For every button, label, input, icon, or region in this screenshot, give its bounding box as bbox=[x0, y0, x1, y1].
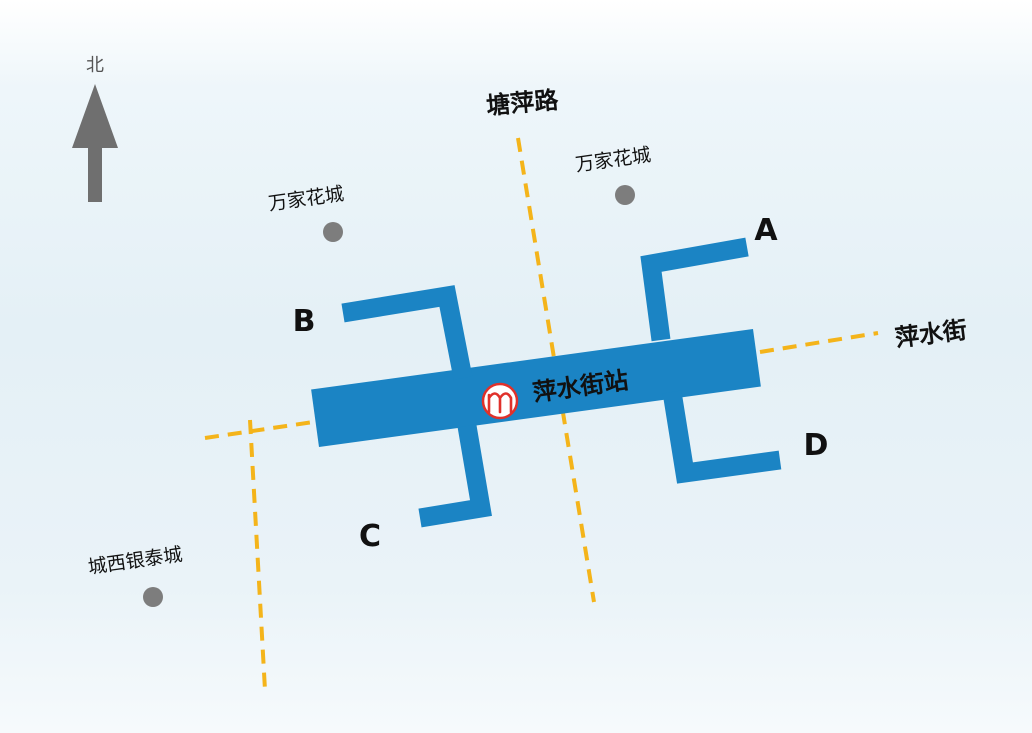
road-pingshui-east-line bbox=[759, 331, 879, 354]
exit-a-label[interactable]: A bbox=[754, 213, 778, 248]
station-body bbox=[311, 329, 761, 447]
exit-b-label[interactable]: B bbox=[293, 304, 316, 339]
exit-d-label[interactable]: D bbox=[804, 428, 829, 463]
exit-c-passage[interactable] bbox=[418, 424, 492, 528]
road-tangping-label: 塘萍路 bbox=[485, 86, 560, 120]
road-pingshui-west-line bbox=[204, 419, 321, 440]
road-west-line bbox=[248, 419, 267, 691]
poi-label-wanjia-east: 万家花城 bbox=[574, 144, 652, 176]
exit-c-label[interactable]: C bbox=[359, 519, 381, 554]
metro-logo-icon bbox=[481, 382, 519, 420]
poi-dot-yintai[interactable] bbox=[143, 587, 163, 607]
north-label: 北 bbox=[86, 55, 104, 76]
poi-dot-wanjia-west[interactable] bbox=[323, 222, 343, 242]
poi-label-yintai: 城西银泰城 bbox=[87, 544, 184, 579]
poi-dot-wanjia-east[interactable] bbox=[615, 185, 635, 205]
road-pingshui-label: 萍水街 bbox=[894, 316, 969, 353]
exit-b-passage[interactable] bbox=[341, 285, 473, 380]
exit-d-passage[interactable] bbox=[662, 390, 782, 484]
exit-a-passage[interactable] bbox=[640, 237, 749, 342]
north-arrow-icon bbox=[72, 84, 118, 202]
poi-label-wanjia-west: 万家花城 bbox=[267, 183, 345, 215]
